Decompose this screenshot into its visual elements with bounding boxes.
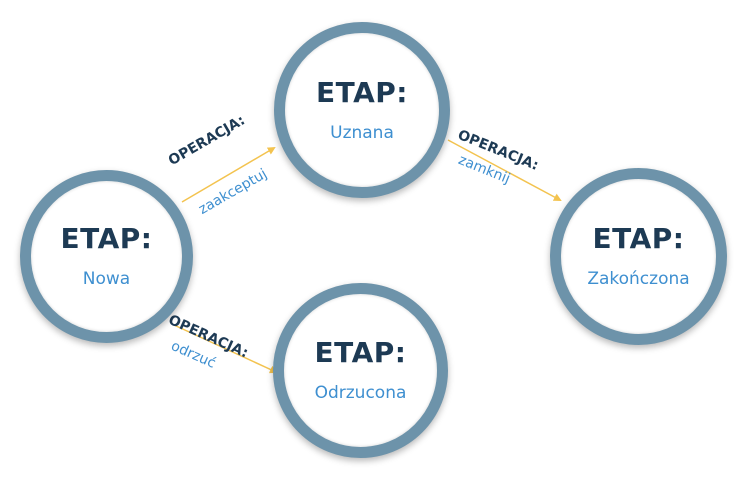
stage-name-uznana: Uznana	[330, 122, 394, 143]
stage-title: ETAP:	[60, 222, 153, 255]
stage-name-zakonczona: Zakończona	[587, 269, 690, 289]
stage-uznana: ETAP: Uznana	[274, 22, 450, 198]
stage-odrzucona: ETAP: Odrzucona	[273, 283, 448, 458]
stage-zakonczona: ETAP: Zakończona	[550, 168, 727, 345]
arrow-uznana-to-zakonczona	[447, 139, 562, 201]
stage-title: ETAP:	[592, 222, 685, 255]
arrow-nowa-to-uznana	[181, 146, 276, 203]
stage-nowa: ETAP: Nowa	[20, 170, 193, 343]
stage-title: ETAP:	[316, 75, 408, 109]
stage-name-nowa: Nowa	[82, 269, 131, 289]
stage-title: ETAP:	[314, 336, 407, 369]
stage-name-odrzucona: Odrzucona	[314, 383, 407, 403]
arrow-nowa-to-odrzucona	[173, 324, 278, 374]
